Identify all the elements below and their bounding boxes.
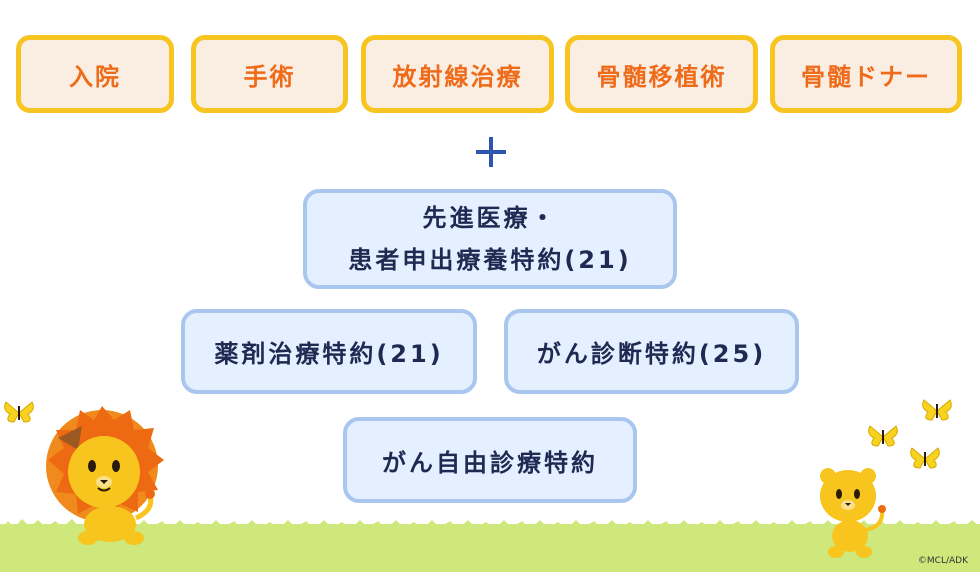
coverage-hospitalization: 入院 <box>16 35 174 113</box>
coverage-bone-marrow-transplant: 骨髄移植術 <box>565 35 758 113</box>
butterfly-icon <box>922 399 952 421</box>
grass <box>0 524 980 572</box>
butterfly-icon <box>910 447 940 469</box>
lion-mascot <box>46 406 164 545</box>
coverage-bone-marrow-donor: 骨髄ドナー <box>770 35 962 113</box>
rider-advanced-medical: 先進医療・ 患者申出療養特約(21) <box>303 189 677 289</box>
lion-cub-mascot <box>820 468 886 558</box>
coverage-radiation-therapy: 放射線治療 <box>361 35 554 113</box>
copyright-notice: ©MCL/ADK <box>917 556 968 566</box>
plus-icon <box>476 137 506 167</box>
coverage-surgery: 手術 <box>191 35 348 113</box>
rider-cancer-free-treatment: がん自由診療特約 <box>343 417 637 503</box>
butterfly-icon <box>868 425 898 447</box>
rider-cancer-diagnosis: がん診断特約(25) <box>504 309 799 394</box>
rider-drug-treatment: 薬剤治療特約(21) <box>181 309 477 394</box>
rider-advanced-medical-line1: 先進医療・ <box>422 204 558 232</box>
butterfly-icon <box>4 401 34 423</box>
rider-advanced-medical-line2: 患者申出療養特約(21) <box>348 246 632 274</box>
